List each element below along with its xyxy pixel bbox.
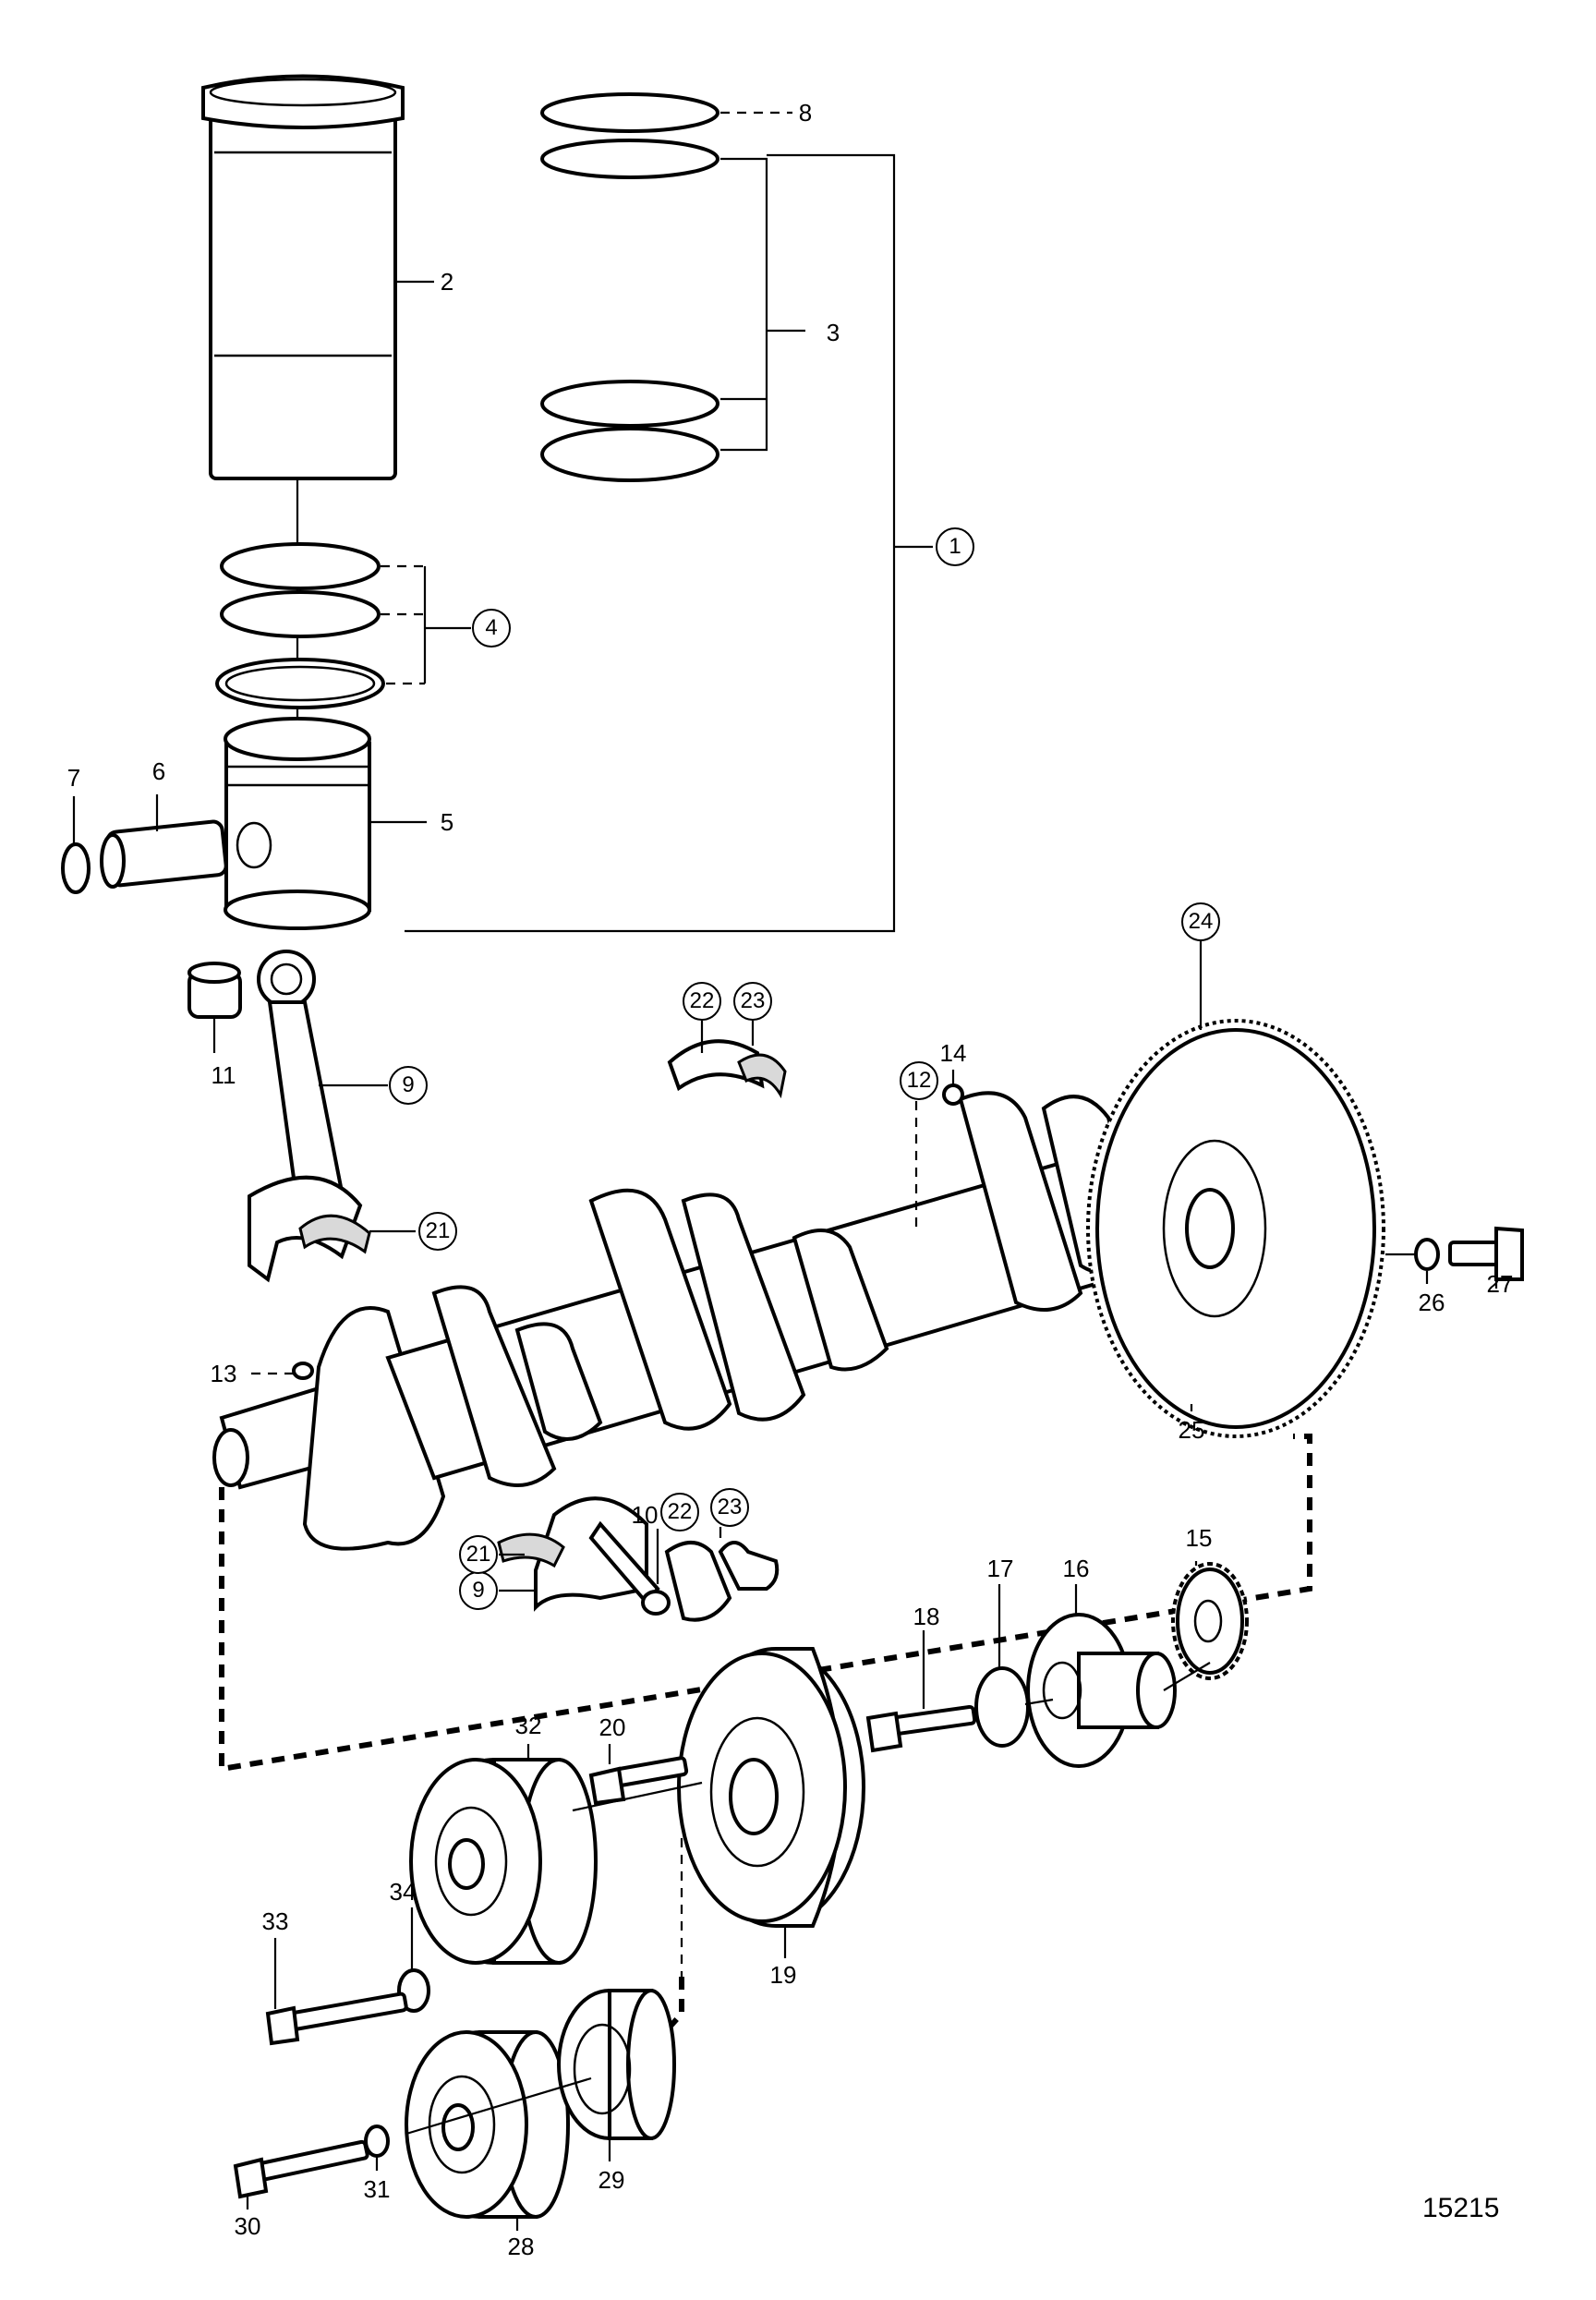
plug-14 <box>942 1083 964 1106</box>
callout-21-upper: 21 <box>418 1212 457 1251</box>
main-bearing-shell-23-upper <box>737 1053 787 1099</box>
alignment-line-crankshaft <box>219 1434 1312 1773</box>
flywheel-bolt-27 <box>1448 1226 1524 1281</box>
callout-34: 34 <box>389 1878 417 1906</box>
callout-22-lower: 22 <box>660 1493 699 1531</box>
callout-26: 26 <box>1418 1289 1445 1316</box>
cylinder-liner <box>201 74 405 480</box>
callout-17: 17 <box>986 1555 1014 1582</box>
callout-22-upper: 22 <box>683 982 721 1021</box>
callout-21-lower: 21 <box>459 1535 498 1574</box>
callout-1: 1 <box>936 527 974 566</box>
callout-15: 15 <box>1185 1524 1213 1552</box>
washer-31 <box>364 2124 390 2158</box>
pulley-28 <box>405 2030 570 2219</box>
crank-gear-15 <box>1171 1562 1249 1680</box>
conrod-cap <box>534 1496 648 1612</box>
piston-pin <box>100 819 228 889</box>
conrod-bearing-shell-upper <box>298 1214 371 1254</box>
flywheel <box>1086 1019 1385 1438</box>
callout-25: 25 <box>1178 1416 1205 1444</box>
circlip <box>61 842 91 894</box>
callout-29: 29 <box>598 2166 625 2194</box>
callout-10: 10 <box>631 1501 659 1529</box>
callout-23-upper: 23 <box>733 982 772 1021</box>
callout-30: 30 <box>234 2212 261 2240</box>
callout-4: 4 <box>472 609 511 648</box>
callout-18: 18 <box>913 1603 940 1630</box>
callout-5: 5 <box>440 808 454 836</box>
callout-31: 31 <box>363 2175 391 2203</box>
callout-24: 24 <box>1181 902 1220 941</box>
callout-20: 20 <box>598 1713 626 1741</box>
main-bearing-shell-22-lower <box>664 1541 732 1622</box>
adapter-29 <box>557 1989 676 2140</box>
callout-32: 32 <box>514 1712 542 1739</box>
callout-33: 33 <box>261 1907 289 1935</box>
callout-12: 12 <box>900 1061 938 1100</box>
plug-13 <box>292 1362 314 1380</box>
callout-3: 3 <box>826 319 840 346</box>
crankshaft-hub-16 <box>1026 1613 1177 1768</box>
piston-rings-set-3 <box>540 92 719 482</box>
callout-7: 7 <box>66 764 81 792</box>
callout-8: 8 <box>798 99 813 127</box>
main-bearing-shell-23-lower <box>718 1541 780 1591</box>
callout-27: 27 <box>1486 1270 1514 1298</box>
callout-28: 28 <box>507 2233 535 2260</box>
callout-19: 19 <box>769 1961 797 1989</box>
piston-rings-set-4 <box>215 542 385 709</box>
pulley-bolt-33 <box>265 1991 408 2046</box>
vibration-damper-19 <box>677 1647 865 1928</box>
callout-14: 14 <box>939 1039 967 1067</box>
hub-bolt-18 <box>865 1704 977 1753</box>
callout-2: 2 <box>440 268 454 296</box>
callout-16: 16 <box>1062 1555 1090 1582</box>
callout-6: 6 <box>151 757 166 785</box>
callout-9-upper: 9 <box>389 1066 428 1105</box>
crankshaft <box>212 1091 1222 1551</box>
damper-bolt-20 <box>588 1756 689 1806</box>
conrod-bearing-shell-lower <box>497 1532 565 1568</box>
callout-11: 11 <box>211 1061 236 1089</box>
piston <box>224 717 371 930</box>
washer-26 <box>1414 1238 1440 1271</box>
callout-23-lower: 23 <box>710 1488 749 1527</box>
figure-number: 15215 <box>1422 2193 1500 2223</box>
spacer-17 <box>974 1666 1030 1748</box>
small-end-bushing <box>187 962 242 1019</box>
callout-9-lower: 9 <box>459 1571 498 1610</box>
callout-13: 13 <box>210 1360 237 1387</box>
crankshaft-pulley-32 <box>409 1758 598 1965</box>
pulley-bolt-30 <box>233 2139 369 2199</box>
